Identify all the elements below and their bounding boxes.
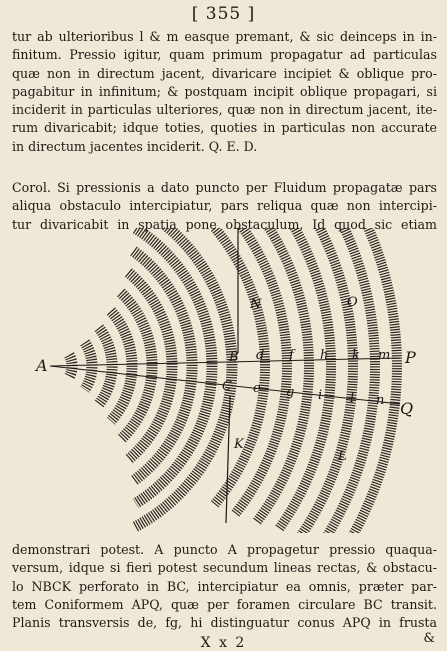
wave-arcs-right [210,228,402,533]
page-number: [ 355 ] [191,4,256,24]
wave-arc [106,307,138,425]
paragraph-1: tur ab ulterioribus l & m easque premant… [12,28,437,156]
label-Q: Q [400,399,413,418]
wave-arc [274,228,336,533]
text-line: Corol. Si pressionis a dato puncto per F… [12,180,437,195]
wave-arc [252,228,314,525]
label-f: f [288,348,296,363]
label-k: k [352,348,360,363]
text-line: finitum. Pressio igitur, quam primum pro… [12,47,437,63]
wave-arc [64,352,78,380]
wave-arc [132,228,238,532]
label-e: e [253,381,261,396]
paragraph-2: Corol. Si pressionis a dato puncto per F… [12,179,437,234]
text-line: tur divaricabit in spatia pone obstaculu… [12,216,437,232]
label-d: d [256,348,264,363]
label-l: l [350,391,354,406]
text-line: Planis transversis de, fg, hi distinguat… [12,615,437,631]
text-line: lo NBCK perforato in BC, intercipiatur e… [12,578,437,594]
paragraph-3: demonstrari potest. A puncto A propagetu… [12,541,437,632]
wave-diffraction-figure: A N O B C K L P Q d e f g h i k l m n [34,228,416,533]
label-n: n [376,393,384,408]
text-line: pagabitur in infinitum; & postquam incip… [12,83,437,99]
ray-AQ [49,365,401,405]
wave-arc [130,246,198,486]
text-line: quæ non in directum jacent, divaricare i… [12,65,437,81]
label-N: N [249,297,262,312]
text-line: aliqua obstaculo intercipiatur, pars rel… [12,198,437,214]
text-line: tem Coniformem APQ, quæ per foramen circ… [12,596,437,612]
wave-arc [124,268,178,464]
wave-arc [80,339,98,393]
text-line: rum divaricabit; idque toties, quoties i… [12,120,437,136]
label-h: h [320,348,328,363]
ray-AP [49,357,401,367]
wave-arc [348,228,402,533]
text-line: tur ab ulterioribus l & m easque premant… [12,29,437,44]
wave-arc [117,288,158,444]
label-C: C [222,379,232,394]
obstacle-line-lower [225,395,231,524]
text-line: in directum jacentes inciderit. Q. E. D. [12,138,258,154]
label-B: B [228,350,239,365]
text-line: versum, idque si fieri potest secundum l… [12,560,437,576]
wave-arc [297,228,358,533]
label-L: L [337,449,347,464]
label-m: m [378,348,390,363]
text-line: inciderit in particulas ulteriores, quæ … [12,102,437,118]
wave-arc [210,228,270,508]
label-O: O [347,295,358,310]
wave-arc [132,228,218,509]
catchword: & [423,631,435,646]
label-g: g [286,385,294,400]
label-P: P [404,348,416,367]
label-i: i [318,388,322,403]
wave-arc [231,228,292,517]
signature-mark: X x 2 [200,635,247,651]
wave-arcs-left [64,228,238,532]
wave-arc [94,324,118,408]
text-line: demonstrari potest. A puncto A propagetu… [12,542,437,557]
label-K: K [233,437,245,452]
label-A: A [34,356,48,375]
